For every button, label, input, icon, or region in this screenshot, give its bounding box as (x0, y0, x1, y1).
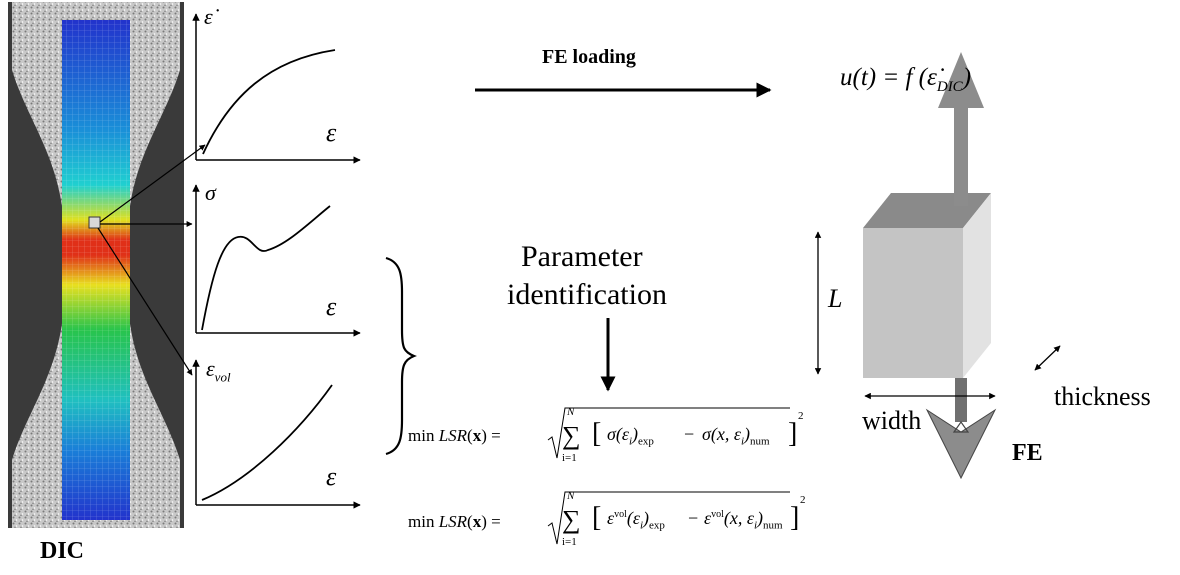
eq2-measured-sup: vol (614, 509, 627, 520)
identification-line1: Parameter (521, 240, 643, 273)
thickness-label: thickness (1054, 382, 1151, 411)
eq2-power: 2 (800, 494, 806, 506)
cube-front-face (863, 228, 963, 378)
eq1-prefix: min (408, 426, 435, 445)
plot2-x-symbol: ε (326, 292, 337, 321)
measurement-point-marker (88, 216, 101, 229)
eq2-measured-sub: exp (649, 519, 665, 532)
eq2-model-tail2: ) (757, 508, 764, 528)
eq1-model-sub: num (750, 435, 770, 448)
eq1-measured-sub: exp (638, 435, 654, 448)
plot3-x-symbol: ε (326, 462, 337, 491)
thickness-dimension (1034, 345, 1061, 371)
eq1-power: 2 (798, 410, 804, 422)
eq1-func: LSR (438, 426, 468, 445)
plot2-y-symbol: σ (205, 180, 216, 205)
plot3-y-main: ε (206, 356, 215, 381)
eq1-measured-text: σ(ε (607, 424, 629, 444)
support-symbol (952, 420, 970, 433)
plot3-y-subscript: vol (214, 369, 231, 385)
boundary-condition: u(t) = f (ε̇DIC) (840, 64, 971, 96)
load-arrow-head (938, 52, 984, 108)
eq2-func: LSR (438, 512, 468, 531)
grouping-brace (385, 256, 417, 456)
eq2-minus: − (688, 508, 699, 528)
eq2-model-sup: vol (711, 509, 724, 520)
eq2-prefix: min (408, 512, 435, 531)
plot3-curve (201, 384, 333, 501)
eq2-upper: N (567, 490, 575, 502)
equation-radicals (547, 407, 790, 545)
support-arrow-head (925, 408, 997, 480)
eq2-measured-tail2: ) (643, 508, 650, 528)
eq2-measured: εvol(εi)exp (607, 508, 665, 532)
line-to-volumetric-plot (97, 227, 193, 376)
support-arrow-shaft (955, 378, 967, 422)
plot1-curve (202, 49, 336, 155)
eq1-model: σ(x, εi)num (702, 424, 770, 448)
eq1-minus: − (684, 424, 695, 444)
eq2-bracket-close: ] (790, 502, 800, 533)
eq1-lower: i=1 (562, 452, 577, 464)
plot-strain-rate (192, 13, 361, 164)
eq2-measured-text: ε (607, 508, 615, 528)
cube-side-face (963, 193, 991, 378)
eq2-lower: i=1 (562, 536, 577, 548)
eq2-model: εvol(x, εi)num (704, 508, 783, 532)
width-label: width (862, 406, 922, 435)
line-to-strain-rate-plot (99, 144, 206, 223)
eq2-bracket-open: [ (592, 502, 602, 533)
eq1-bracket-open: [ (592, 418, 602, 449)
eq2-model-text: ε (704, 508, 712, 528)
bc-rate: ε̇ (927, 64, 937, 91)
eq2-sum: ∑ (562, 505, 581, 534)
eq1-arg: x (472, 426, 482, 445)
load-arrow-shaft (954, 108, 968, 206)
plot-stress (192, 184, 361, 337)
radical-1 (547, 407, 790, 459)
identification-line2: identification (507, 278, 667, 311)
plot2-curve (201, 205, 331, 331)
eq1-measured-tail: ) (632, 424, 639, 444)
dic-specimen (8, 2, 184, 528)
plot3-y-symbol: εvol (206, 356, 231, 385)
fe-label: FE (1012, 440, 1043, 466)
dimension-arrows (814, 231, 1061, 400)
plot-volumetric (192, 359, 361, 509)
bc-lhs: u(t) = f ( (840, 64, 927, 91)
equation-2: min LSR(x) = (408, 512, 501, 531)
eq1-model-tail: ) (744, 424, 751, 444)
bc-close: ) (962, 64, 972, 91)
radical-2 (547, 491, 790, 545)
dic-label: DIC (40, 538, 85, 564)
eq1-model-text: σ(x, ε (702, 424, 741, 444)
fe-loading-label: FE loading (542, 46, 636, 68)
equation-1: min LSR(x) = (408, 426, 501, 445)
eq2-measured-tail: (ε (626, 508, 640, 528)
fe-model (863, 52, 997, 480)
eq2-arg: x (472, 512, 482, 531)
eq1-upper: N (567, 406, 575, 418)
plot1-x-symbol: ε (326, 118, 337, 147)
length-label: L (828, 284, 843, 313)
eq1-measured: σ(εi)exp (607, 424, 654, 448)
eq1-bracket-close: ] (788, 418, 798, 449)
plot1-y-symbol: ε̇ (204, 4, 213, 29)
connection-lines (97, 144, 206, 376)
dic-mesh-grid (62, 20, 130, 520)
eq2-model-sub: num (763, 519, 783, 532)
eq2-model-tail: (x, ε (723, 508, 754, 528)
eq1-sum: ∑ (562, 421, 581, 450)
bc-subscript: DIC (936, 79, 963, 95)
